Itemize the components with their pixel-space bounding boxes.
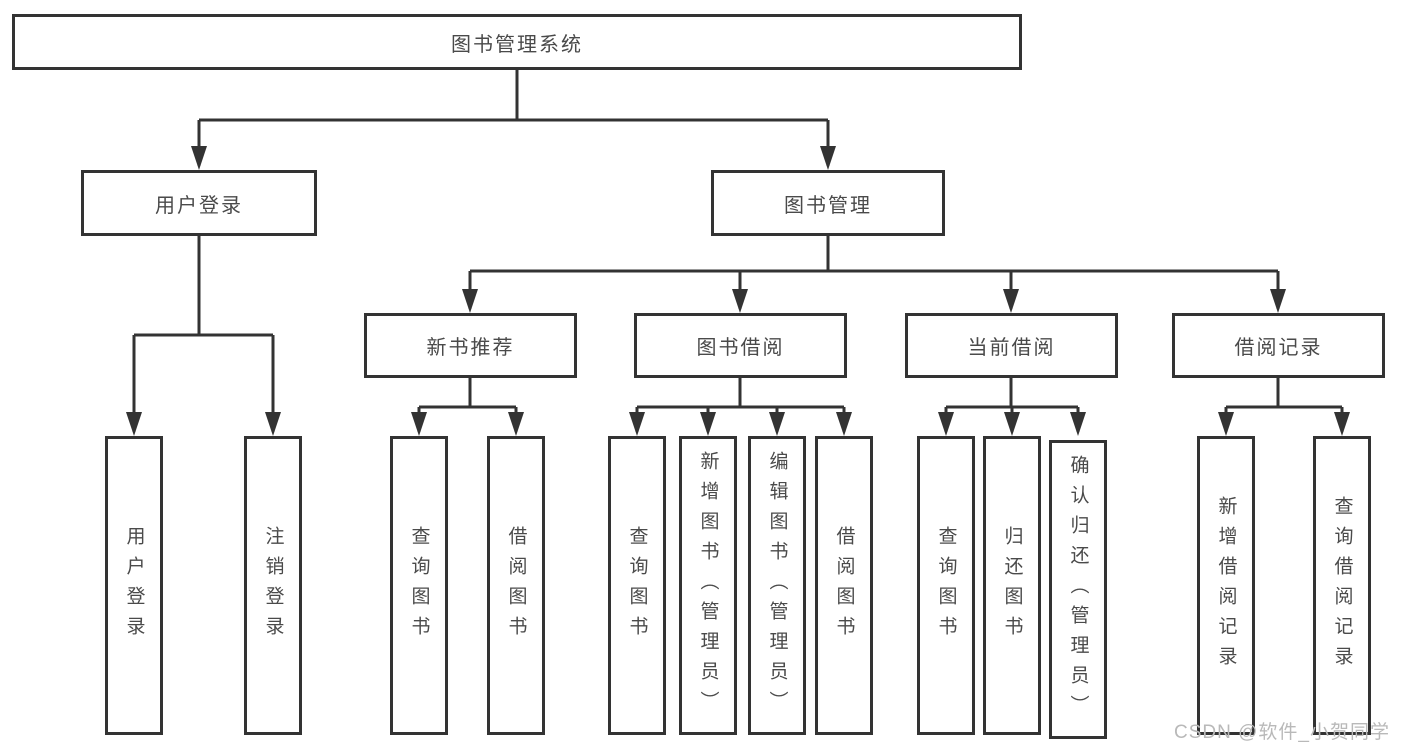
node-book-borrow: 图书借阅 bbox=[634, 313, 847, 378]
leaf-records-query-record: 查询借阅记录 bbox=[1313, 436, 1371, 735]
node-new-book-recommend: 新书推荐 bbox=[364, 313, 577, 378]
connector-arrowheads bbox=[126, 146, 1350, 436]
leaf-borrow-edit-books-admin-label: 编辑图书（管理员） bbox=[766, 450, 788, 721]
node-root-system-label: 图书管理系统 bbox=[451, 33, 583, 56]
leaf-borrow-add-books-admin: 新增图书（管理员） bbox=[679, 436, 737, 735]
leaf-borrow-edit-books-admin: 编辑图书（管理员） bbox=[748, 436, 806, 735]
leaf-records-add-record-label: 新增借阅记录 bbox=[1215, 495, 1237, 676]
leaf-current-confirm-return-admin: 确认归还（管理员） bbox=[1049, 440, 1107, 739]
node-user-login: 用户登录 bbox=[81, 170, 317, 236]
leaf-current-confirm-return-admin-label: 确认归还（管理员） bbox=[1067, 454, 1089, 725]
leaf-newbook-borrow-books-label: 借阅图书 bbox=[505, 525, 527, 646]
leaf-current-return-books-label: 归还图书 bbox=[1001, 525, 1023, 646]
leaf-current-query-books: 查询图书 bbox=[917, 436, 975, 735]
node-borrow-records: 借阅记录 bbox=[1172, 313, 1385, 378]
node-current-borrow: 当前借阅 bbox=[905, 313, 1118, 378]
leaf-borrow-query-books: 查询图书 bbox=[608, 436, 666, 735]
node-book-management: 图书管理 bbox=[711, 170, 945, 236]
leaf-borrow-borrow-books: 借阅图书 bbox=[815, 436, 873, 735]
leaf-user-login-label: 用户登录 bbox=[123, 525, 145, 646]
node-book-management-label: 图书管理 bbox=[784, 194, 872, 217]
leaf-logout-label: 注销登录 bbox=[262, 525, 284, 646]
leaf-current-query-books-label: 查询图书 bbox=[935, 525, 957, 646]
leaf-records-add-record: 新增借阅记录 bbox=[1197, 436, 1255, 735]
csdn-watermark: CSDN @软件_小贺同学 bbox=[1174, 722, 1390, 743]
leaf-borrow-borrow-books-label: 借阅图书 bbox=[833, 525, 855, 646]
node-current-borrow-label: 当前借阅 bbox=[967, 337, 1056, 359]
node-book-borrow-label: 图书借阅 bbox=[696, 337, 785, 359]
node-new-book-recommend-label: 新书推荐 bbox=[426, 337, 515, 359]
leaf-newbook-query-books: 查询图书 bbox=[390, 436, 448, 735]
node-user-login-label: 用户登录 bbox=[155, 194, 243, 217]
leaf-newbook-borrow-books: 借阅图书 bbox=[487, 436, 545, 735]
leaf-current-return-books: 归还图书 bbox=[983, 436, 1041, 735]
leaf-borrow-add-books-admin-label: 新增图书（管理员） bbox=[697, 450, 719, 721]
leaf-logout: 注销登录 bbox=[244, 436, 302, 735]
node-root-system: 图书管理系统 bbox=[12, 14, 1022, 70]
leaf-user-login: 用户登录 bbox=[105, 436, 163, 735]
leaf-newbook-query-books-label: 查询图书 bbox=[408, 525, 430, 646]
leaf-borrow-query-books-label: 查询图书 bbox=[626, 525, 648, 646]
leaf-records-query-record-label: 查询借阅记录 bbox=[1331, 495, 1353, 676]
node-borrow-records-label: 借阅记录 bbox=[1234, 337, 1323, 359]
